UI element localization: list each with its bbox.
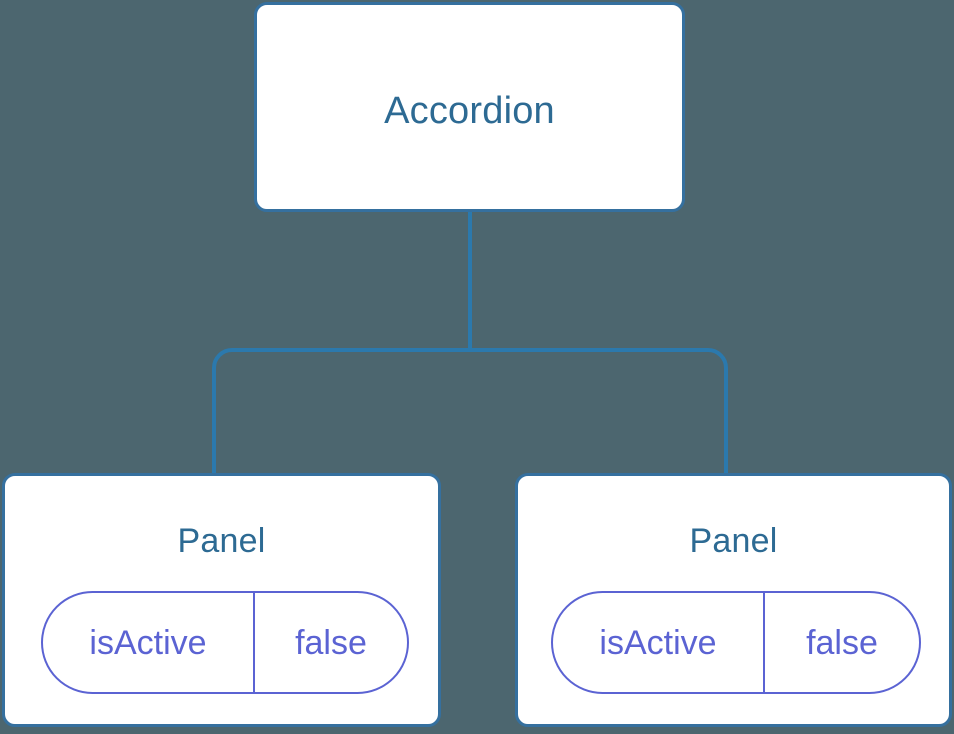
edge-root-to-panel-0 bbox=[212, 348, 470, 476]
node-accordion[interactable]: Accordion bbox=[254, 2, 685, 212]
prop-pill-isactive-0[interactable]: isActive false bbox=[41, 591, 409, 694]
node-panel-1-title: Panel bbox=[689, 522, 778, 560]
prop-value-isactive-1: false bbox=[806, 623, 878, 662]
node-panel-1[interactable]: Panel isActive false bbox=[515, 473, 952, 727]
prop-value-isactive-0: false bbox=[295, 623, 367, 662]
node-accordion-title: Accordion bbox=[384, 90, 555, 132]
prop-pill-isactive-1[interactable]: isActive false bbox=[551, 591, 921, 694]
prop-key-isactive-1: isActive bbox=[553, 593, 765, 692]
prop-key-isactive-0: isActive bbox=[43, 593, 255, 692]
edge-root-to-panel-1 bbox=[470, 348, 728, 476]
node-panel-0-title: Panel bbox=[177, 522, 266, 560]
node-panel-0[interactable]: Panel isActive false bbox=[2, 473, 441, 727]
